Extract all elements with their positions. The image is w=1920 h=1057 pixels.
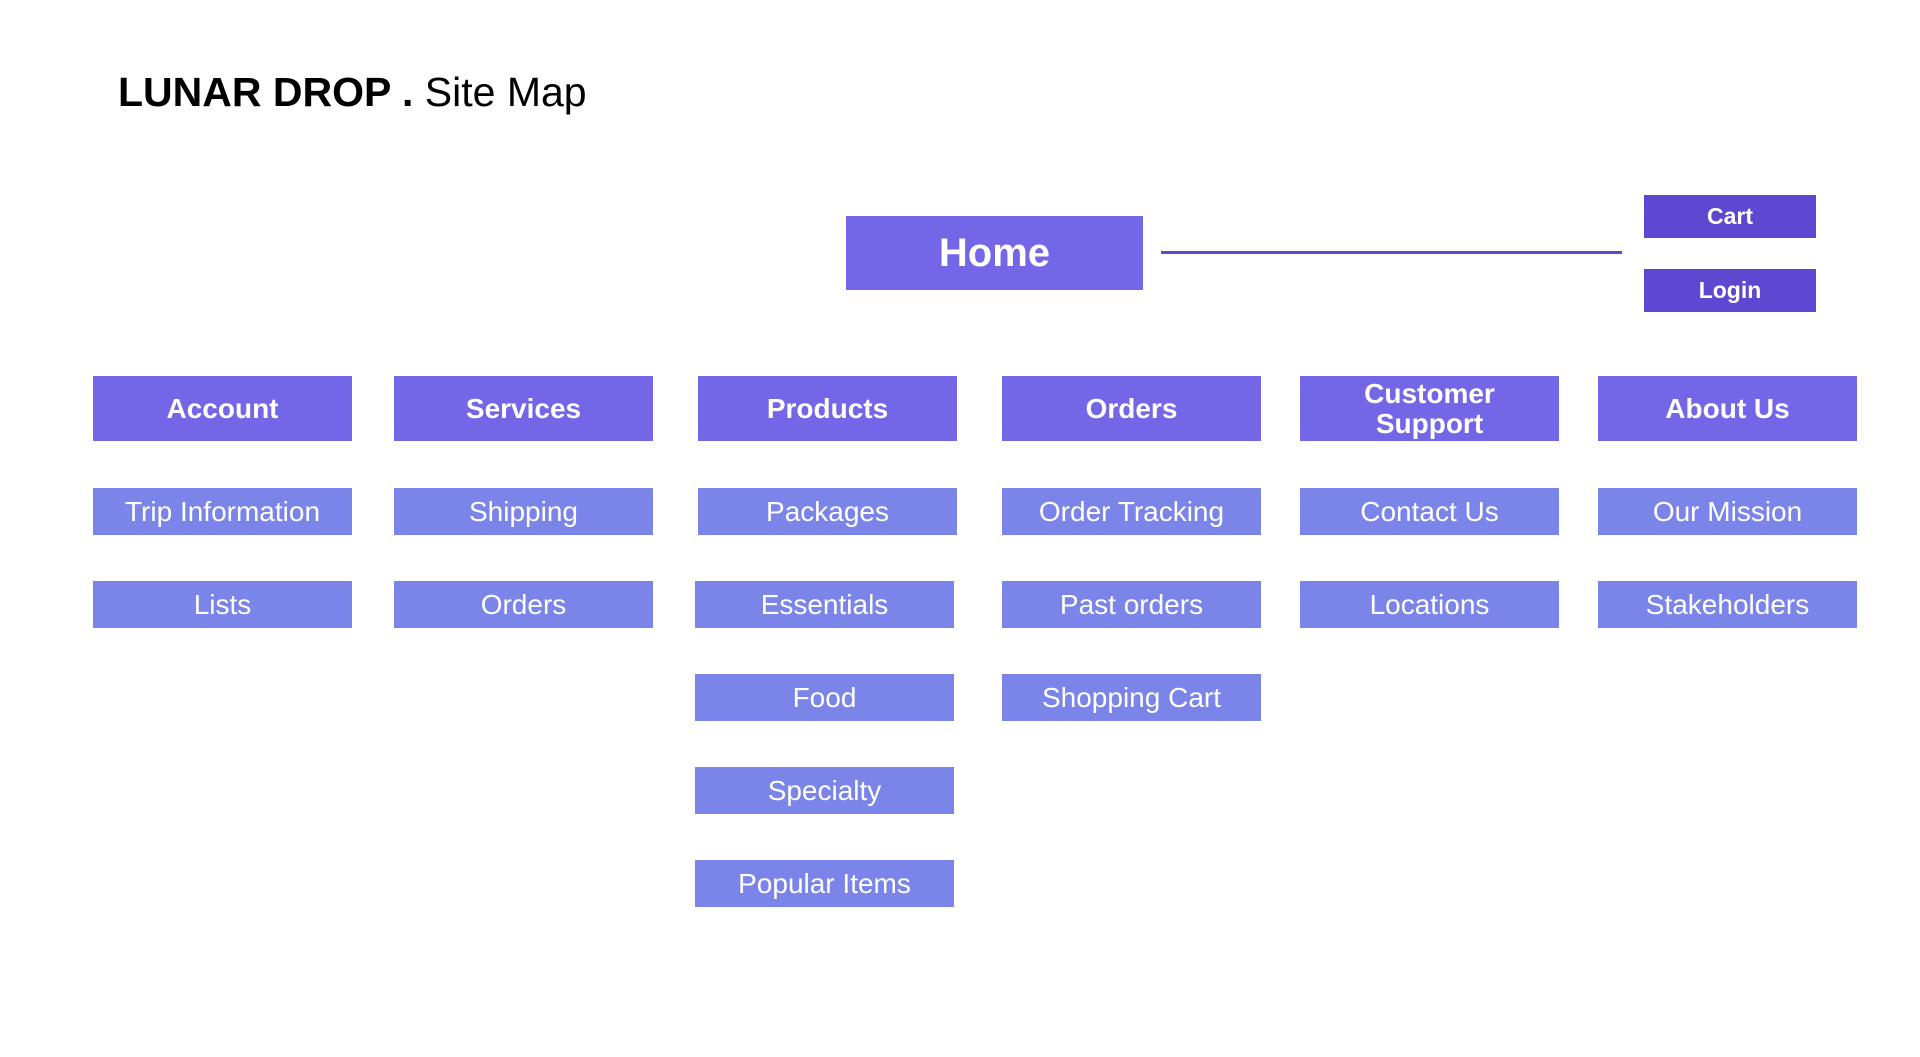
section-services[interactable]: Services <box>394 376 653 441</box>
login-node[interactable]: Login <box>1644 269 1816 312</box>
sitemap-node-food[interactable]: Food <box>695 674 954 721</box>
sitemap-node-packages[interactable]: Packages <box>698 488 957 535</box>
page-subtitle: Site Map <box>424 69 587 115</box>
sitemap-node-stakeholders[interactable]: Stakeholders <box>1598 581 1857 628</box>
sitemap-node-popular-items[interactable]: Popular Items <box>695 860 954 907</box>
brand-name: LUNAR DROP . <box>118 69 414 115</box>
sitemap-node-service-orders[interactable]: Orders <box>394 581 653 628</box>
sitemap-node-our-mission[interactable]: Our Mission <box>1598 488 1857 535</box>
page-title: LUNAR DROP . Site Map <box>118 68 587 117</box>
section-about-us[interactable]: About Us <box>1598 376 1857 441</box>
sitemap-node-shipping[interactable]: Shipping <box>394 488 653 535</box>
home-node[interactable]: Home <box>846 216 1143 290</box>
section-account[interactable]: Account <box>93 376 352 441</box>
sitemap-node-essentials[interactable]: Essentials <box>695 581 954 628</box>
sitemap-node-order-tracking[interactable]: Order Tracking <box>1002 488 1261 535</box>
section-orders[interactable]: Orders <box>1002 376 1261 441</box>
section-customer-support[interactable]: Customer Support <box>1300 376 1559 441</box>
section-products[interactable]: Products <box>698 376 957 441</box>
sitemap-node-specialty[interactable]: Specialty <box>695 767 954 814</box>
sitemap-node-locations[interactable]: Locations <box>1300 581 1559 628</box>
sitemap-node-trip-information[interactable]: Trip Information <box>93 488 352 535</box>
sitemap-node-past-orders[interactable]: Past orders <box>1002 581 1261 628</box>
cart-node[interactable]: Cart <box>1644 195 1816 238</box>
sitemap-node-shopping-cart[interactable]: Shopping Cart <box>1002 674 1261 721</box>
sitemap-node-lists[interactable]: Lists <box>93 581 352 628</box>
sitemap-node-contact-us[interactable]: Contact Us <box>1300 488 1559 535</box>
home-connector-line <box>1161 251 1622 254</box>
